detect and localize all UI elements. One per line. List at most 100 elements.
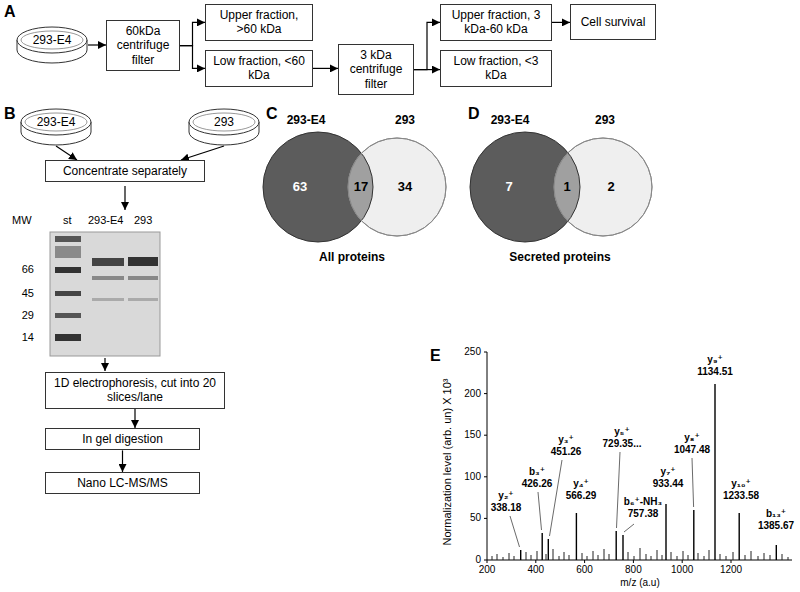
set-heading: 293-E4 [287,113,326,127]
box-text: 60kDa centrifuge filter [111,24,175,67]
marker-size: 29 [22,309,34,322]
ion-name: y₇⁺ [661,466,676,478]
ion-name: b₁₃⁺ [766,508,786,520]
ion-mass: 338.18 [491,502,522,514]
ion-mass: 1385.67 [758,520,794,532]
mass-spectrum [484,352,792,563]
panel-letter: A [4,2,16,21]
box-text: 1D electrophoresis, cut into 20 slices/l… [50,376,220,405]
axis-tick: 100 [464,471,481,483]
gel-image [50,232,160,356]
ion-name: y₅⁺ [614,426,629,438]
set-count: 63 [293,179,307,195]
marker-size: 14 [22,331,34,344]
venn-overlap [348,138,446,236]
marker-size: 66 [22,263,34,276]
flow-arrow [414,69,440,70]
set-heading: 293 [395,113,415,127]
panel-letter: B [4,104,16,123]
set-heading: 293-E4 [491,113,530,127]
set-heading: 293 [595,113,615,127]
process-box: 60kDa centrifuge filter [106,20,180,71]
venn-overlap [554,138,652,236]
box-text: Low fraction, <3 kDa [445,54,547,83]
ion-mass: 1233.58 [723,490,759,502]
box-text: Low fraction, <60 kDa [210,54,308,83]
axis-tick: 800 [625,564,642,576]
gel-band [128,257,158,266]
panel-letter: C [266,104,278,123]
axis-line [487,352,792,560]
axis-ticks [487,560,731,563]
axis-title: m/z (a.u) [620,577,659,589]
axis-tick: 200 [479,564,496,576]
ion-mass: 757.38 [628,508,659,520]
process-box: 1D electrophoresis, cut into 20 slices/l… [45,372,225,409]
marker-size: 45 [22,287,34,300]
ion-name: y₁₀⁺ [731,478,750,490]
venn-caption: All proteins [319,250,385,264]
gel-band [55,267,81,273]
panel-letter: E [430,346,441,365]
process-box: Upper fraction, 3 kDa-60 kDa [440,4,552,41]
box-text: Upper fraction, >60 kDa [210,8,308,37]
gel-band [92,298,124,301]
flow-arrow [181,146,224,160]
box-text: Cell survival [581,15,646,29]
flow-arrow [180,22,205,45]
process-box: In gel digestion [45,428,200,450]
process-box: Low fraction, <60 kDa [205,50,313,87]
process-box: Nano LC-MS/MS [45,472,200,494]
noise-peaks [492,548,788,560]
flow-arrow [88,44,106,45]
flow-arrow [134,409,135,428]
box-text: 3 kDa centrifuge filter [343,48,409,91]
process-box: Upper fraction, >60 kDa [205,4,313,41]
set-count: 17 [354,179,368,195]
flow-arrow [104,358,105,371]
culture-dish: 293-E4 [20,108,92,146]
set-count: 7 [505,179,512,195]
ion-name: y₄⁺ [573,478,589,490]
flow-arrow [552,22,570,23]
gel-band [92,276,124,280]
process-box: 3 kDa centrifuge filter [338,44,414,95]
gel-band [55,246,81,258]
flow-arrow [313,68,338,69]
axis-tick: 150 [464,429,481,441]
set-count: 34 [398,179,412,195]
ion-name: y₂⁺ [498,490,513,502]
process-box: Low fraction, <3 kDa [440,50,552,87]
gel-band [128,298,158,301]
gel-band [55,313,81,318]
spectrum-peaks [521,384,777,560]
dish-label: 293-E4 [33,33,72,47]
box-text: In gel digestion [82,432,163,446]
axis-tick: 1200 [720,564,742,576]
gel-band [55,236,81,242]
axis-title: Normalization level (arb. un) X 10³ [441,379,454,546]
ion-name: y₃⁺ [558,434,573,446]
flow-arrow [414,22,440,69]
axis-tick: 1000 [671,564,693,576]
process-box: Cell survival [570,4,656,40]
ion-name: b₆⁺-NH₃ [624,496,662,508]
lane-label: st [63,214,72,227]
gel-background [50,232,160,356]
box-text: Nano LC-MS/MS [77,476,168,490]
gel-band [92,258,124,266]
ion-name: y₈⁺ [684,432,700,444]
gel-band [55,334,81,341]
ion-mass: 729.35... [603,438,642,450]
ion-mass: 1047.48 [674,444,710,456]
ion-mass: 426.26 [522,478,553,490]
gel-header: MW [12,214,32,227]
set-count: 1 [563,179,570,195]
lane-label: 293 [134,214,152,227]
set-count: 2 [607,179,614,195]
box-text: Concentrate separately [63,164,187,178]
dish-label: 293 [214,115,234,129]
flow-arrow [124,186,125,210]
axis-ticks [484,352,487,560]
venn-caption: Secreted proteins [509,250,610,264]
